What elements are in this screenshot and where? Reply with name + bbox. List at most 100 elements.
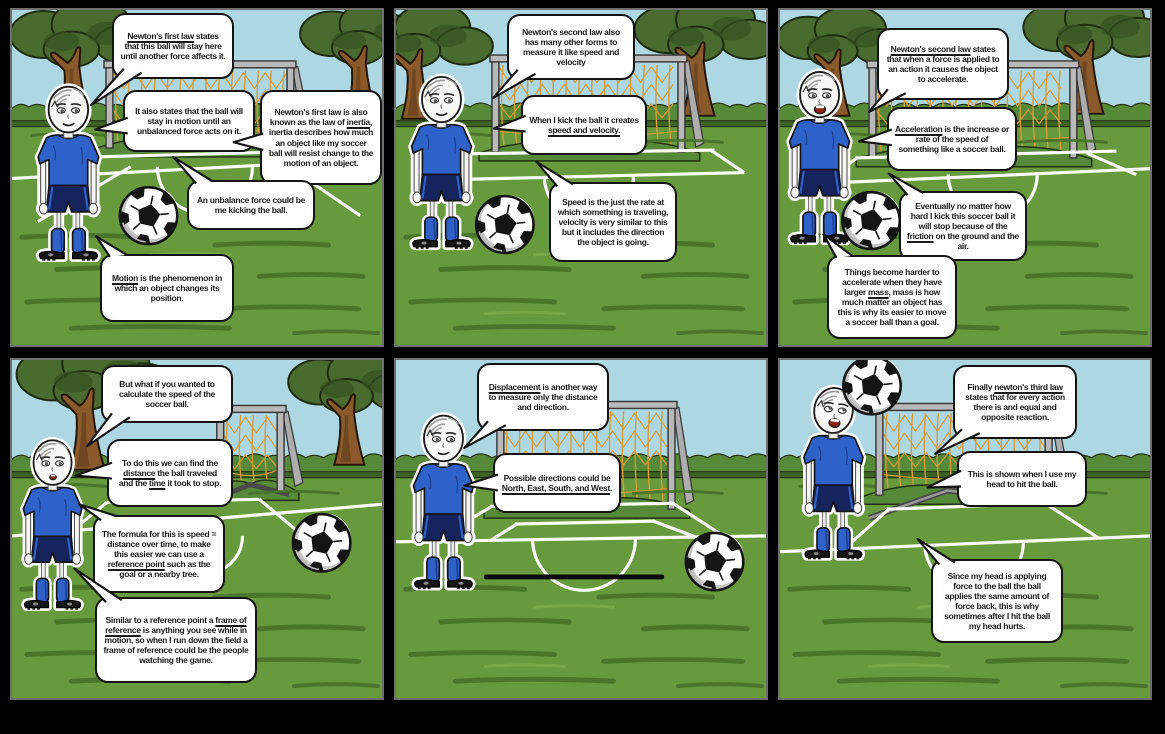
bubble-text: Newton's second law states that when a f… xyxy=(885,44,1001,84)
speech-bubble: Motion is the phenomenon in which an obj… xyxy=(100,254,234,322)
speech-bubble: Speed is the just the rate at which some… xyxy=(549,182,677,262)
soccer-ball-icon xyxy=(684,531,745,592)
bubble-text: Possible directions could be North, East… xyxy=(501,473,613,493)
panel-6: Finally newton's third law states that f… xyxy=(778,358,1152,700)
soccer-ball-icon xyxy=(474,194,535,255)
bubble-text-segment: Newton's second law xyxy=(890,43,971,54)
bubble-text-segment: such as the goal or a nearby tree. xyxy=(119,559,211,580)
speech-bubble: Acceleration is the increase or rate of … xyxy=(887,107,1017,171)
soccer-ball-icon xyxy=(291,512,352,573)
bubble-text-segment: is anything you see while in motion, so … xyxy=(103,624,249,666)
bubble-text-segment: Motion xyxy=(112,272,139,283)
bubble-text-segment: Eventually no matter how hard I kick thi… xyxy=(910,200,1016,231)
bubble-text: It also states that the ball will stay i… xyxy=(131,106,247,136)
bubble-text: When I kick the ball it creates speed an… xyxy=(529,115,639,135)
bubble-text-segment: is the phenomenon in which an object cha… xyxy=(114,272,223,303)
boy-character xyxy=(800,384,867,561)
bubble-text: Speed is the just the rate at which some… xyxy=(557,197,669,247)
speech-bubble: Eventually no matter how hard I kick thi… xyxy=(899,191,1027,261)
speech-bubble: This is shown when I use my head to hit … xyxy=(957,451,1087,507)
bubble-text-segment: speed and velocity. xyxy=(547,125,621,135)
tree-icon xyxy=(396,10,494,120)
bubble-text-segment: mass xyxy=(867,286,889,297)
speech-bubble: Possible directions could be North, East… xyxy=(493,453,621,513)
bubble-text-segment: Acceleration xyxy=(895,123,943,134)
bubble-text-segment: inertia xyxy=(346,117,371,128)
soccer-ball-icon xyxy=(842,360,902,416)
bubble-text-segment: reference point xyxy=(107,559,165,569)
soccer-ball-icon xyxy=(841,190,901,251)
speech-bubble: Since my head is applying force to the b… xyxy=(931,559,1063,643)
bubble-text-segment: Newton's first law is also known as the … xyxy=(269,107,368,128)
bubble-text-segment: Finally xyxy=(967,381,995,392)
bubble-text-segment: is another way to measure only the dista… xyxy=(488,381,598,412)
bubble-text-segment: it took to stop. xyxy=(165,478,222,488)
bubble-text-segment: Newton's second law also has many other … xyxy=(522,26,620,68)
bubble-text-segment: on the ground and the air. xyxy=(933,231,1020,252)
boy-character xyxy=(34,83,103,262)
bubble-text-segment: This is shown when I use my head to hit … xyxy=(967,468,1077,489)
panel-2: Newton's second law also has many other … xyxy=(394,8,768,347)
bubble-text: Finally newton's third law states that f… xyxy=(961,382,1069,422)
bubble-text-segment: states that when a force is applied to a… xyxy=(886,43,1000,85)
bubble-text-segment: Things become harder to accelerate when … xyxy=(842,266,942,297)
speech-bubble: Things become harder to accelerate when … xyxy=(827,255,957,339)
bubble-text: But what if you wanted to calculate the … xyxy=(109,379,225,409)
bubble-text-segment: newton's third law xyxy=(994,381,1063,392)
bubble-text: This is shown when I use my head to hit … xyxy=(965,469,1079,489)
boy-character xyxy=(20,437,86,611)
speech-bubble: Finally newton's third law states that f… xyxy=(953,365,1077,439)
boy-character xyxy=(410,412,477,591)
speech-bubble: Newton's second law also has many other … xyxy=(507,14,635,80)
bubble-text-segment: is the increase or rate of the speed of … xyxy=(898,123,1010,154)
bubble-text: To do this we can find the distance the … xyxy=(115,458,225,488)
speech-bubble: Newton's first law states that this ball… xyxy=(112,13,234,79)
boy-character xyxy=(786,68,853,246)
bubble-text: Newton's first law states that this ball… xyxy=(120,31,226,61)
panel-5: Displacement is another way to measure o… xyxy=(394,358,768,700)
displacement-line xyxy=(484,574,665,580)
bubble-text-segment: Newton's first law xyxy=(127,30,194,41)
panel-4: But what if you wanted to calculate the … xyxy=(10,358,384,700)
bubble-text: Eventually no matter how hard I kick thi… xyxy=(907,201,1019,251)
bubble-text-segment: friction xyxy=(907,231,934,241)
bubble-text: The formula for this is speed = distance… xyxy=(101,529,217,579)
bubble-text-segment: states that for every action there is an… xyxy=(965,391,1065,423)
bubble-text-segment: When I kick the ball it creates xyxy=(529,114,639,125)
bubble-text: Displacement is another way to measure o… xyxy=(485,382,601,412)
speech-bubble: Newton's first law is also known as the … xyxy=(260,90,382,185)
tree-icon xyxy=(287,360,382,466)
speech-bubble: Similar to a reference point a frame of … xyxy=(95,597,257,683)
bubble-text-segment: the ball traveled and the xyxy=(118,467,217,488)
soccer-ball-icon xyxy=(118,186,179,246)
bubble-text: Similar to a reference point a frame of … xyxy=(103,615,249,665)
bubble-text-segment: Speed is the just the rate at which some… xyxy=(557,196,669,248)
speech-bubble: But what if you wanted to calculate the … xyxy=(101,365,233,423)
tree-icon xyxy=(633,10,766,117)
speech-bubble: Displacement is another way to measure o… xyxy=(477,363,609,431)
bubble-text-segment: , mass is how much matter an object has … xyxy=(837,286,947,328)
bubble-text-segment: An unbalance force could be me kicking t… xyxy=(196,194,306,215)
bubble-text: Acceleration is the increase or rate of … xyxy=(895,124,1009,154)
bubble-text: Things become harder to accelerate when … xyxy=(835,267,949,327)
bubble-text-segment: states that this ball will stay here unt… xyxy=(120,30,226,61)
panel-1: Newton's first law states that this ball… xyxy=(10,8,384,347)
speech-bubble: It also states that the ball will stay i… xyxy=(123,90,255,152)
bubble-text-segment: . xyxy=(610,483,613,493)
speech-bubble: To do this we can find the distance the … xyxy=(107,439,233,507)
bubble-text-segment: To do this we can find the xyxy=(122,457,218,468)
bubble-text: Motion is the phenomenon in which an obj… xyxy=(108,273,226,303)
bubble-text: Newton's first law is also known as the … xyxy=(268,107,374,167)
bubble-text: Newton's second law also has many other … xyxy=(515,27,627,67)
bubble-text-segment: Since my head is applying force to the b… xyxy=(944,570,1050,632)
bubble-text-segment: frame of reference xyxy=(105,614,247,635)
bubble-text-segment: Similar to a reference point a xyxy=(105,614,216,625)
bubble-text-segment: Displacement xyxy=(488,381,541,392)
speech-bubble: Newton's second law states that when a f… xyxy=(877,28,1009,100)
bubble-text: An unbalance force could be me kicking t… xyxy=(195,195,307,215)
bubble-text-segment: Possible directions could be xyxy=(503,472,611,483)
bubble-text-segment: It also states that the ball will stay i… xyxy=(135,105,243,136)
speech-bubble: The formula for this is speed = distance… xyxy=(93,515,225,593)
bubble-text-segment: , inertia describes how much an object l… xyxy=(268,117,374,168)
